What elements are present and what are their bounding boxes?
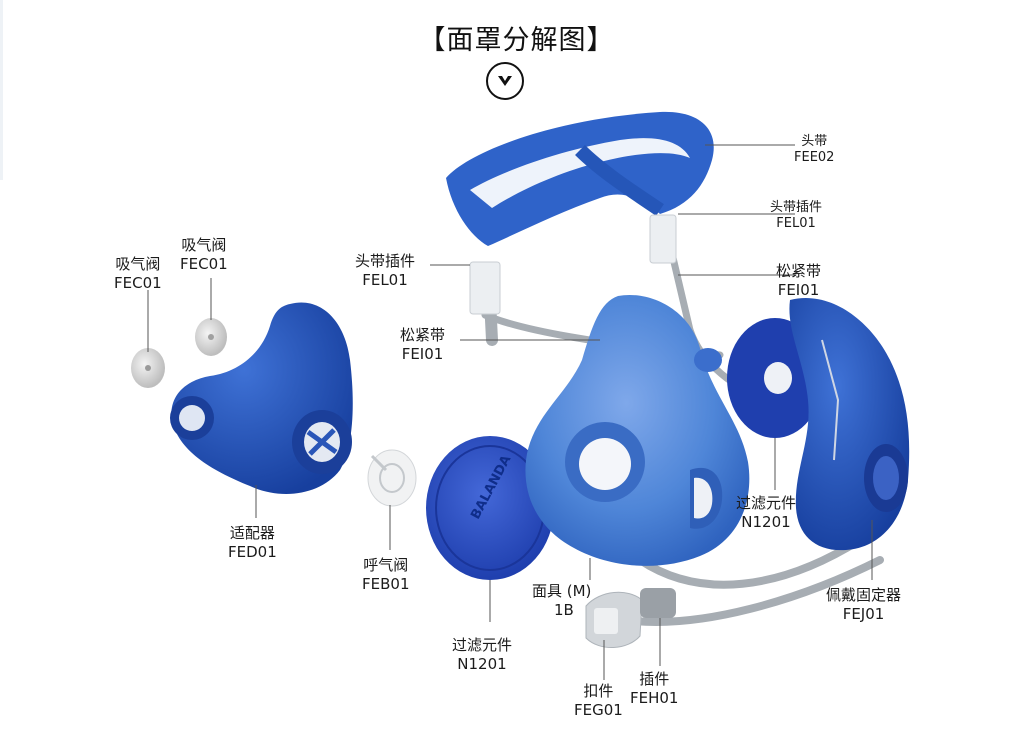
headband-clip-right [649, 214, 677, 264]
page-edge [0, 0, 3, 180]
exhale-valve [367, 449, 417, 507]
leader-lines [147, 144, 873, 680]
facepiece [525, 294, 750, 566]
headband-clip-left [469, 261, 501, 315]
holder [789, 298, 910, 551]
page-title: 【面罩分解图】 [418, 25, 615, 56]
buckle [585, 591, 643, 649]
plug [640, 588, 676, 618]
label-facepiece: 面具 (M)1B [532, 582, 592, 619]
headband [446, 111, 714, 246]
adapter [170, 302, 353, 494]
chevron-down-icon[interactable] [486, 62, 524, 100]
filter-left: BALANDA [426, 436, 554, 580]
